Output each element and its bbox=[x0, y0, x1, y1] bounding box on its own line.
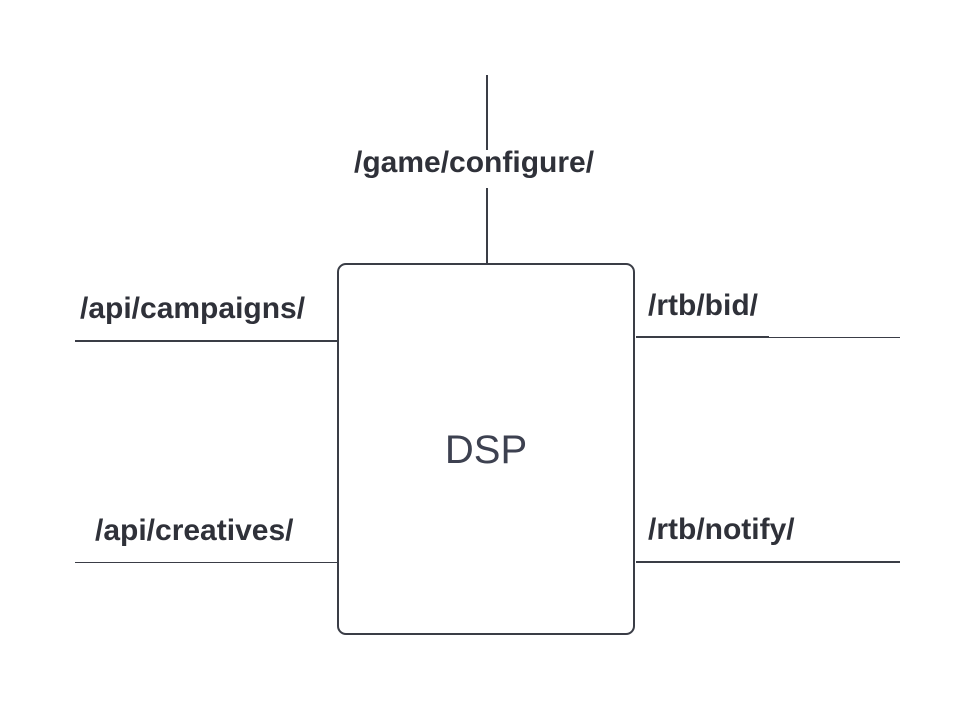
endpoint-label-game-configure: /game/configure/ bbox=[354, 146, 595, 179]
left-upper-connector bbox=[75, 340, 338, 342]
right-upper-connector bbox=[636, 336, 769, 338]
dsp-component-box: DSP bbox=[337, 263, 635, 635]
endpoint-label-rtb-bid: /rtb/bid/ bbox=[648, 289, 758, 322]
left-lower-connector bbox=[75, 562, 338, 563]
right-lower-connector bbox=[636, 561, 900, 563]
top-connector-lower bbox=[486, 188, 488, 264]
top-connector-upper bbox=[486, 75, 488, 150]
dsp-component-label: DSP bbox=[444, 428, 528, 472]
right-upper-connector-extension bbox=[769, 337, 900, 338]
endpoint-label-rtb-notify: /rtb/notify/ bbox=[648, 513, 795, 546]
endpoint-label-api-creatives: /api/creatives/ bbox=[95, 514, 294, 547]
endpoint-label-api-campaigns: /api/campaigns/ bbox=[80, 292, 306, 325]
